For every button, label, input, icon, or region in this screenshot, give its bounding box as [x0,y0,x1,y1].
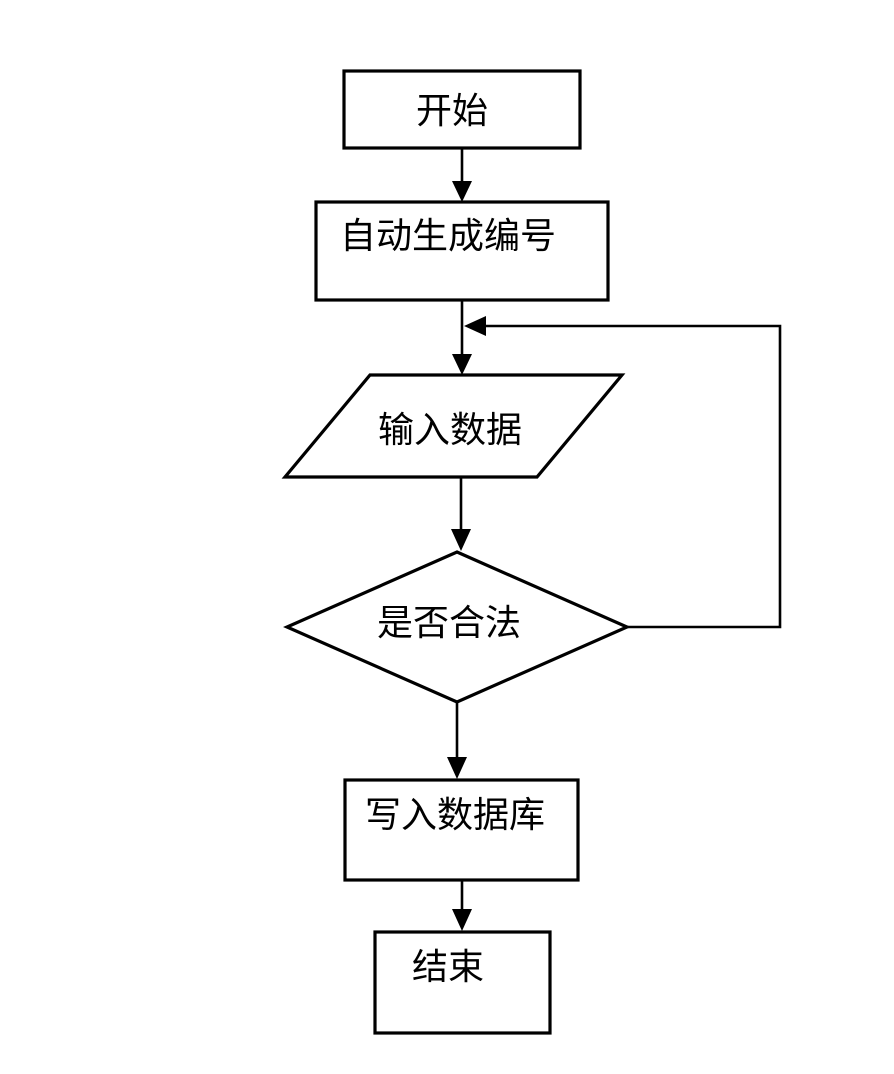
input-data-node-label: 输入数据 [378,410,522,451]
validity-decision-node-label: 是否合法 [377,603,521,644]
input-data-node-shape [281,373,626,479]
auto-number-node: 自动生成编号 [314,200,610,302]
edge-start-to-auto-number [452,148,472,202]
edge-loop-back-is-valid-to-input-data [464,316,782,629]
arrow-down-icon [447,757,467,779]
edge-input-data-to-is-valid [451,477,471,551]
input-data-node: 输入数据 [281,373,626,479]
validity-decision-node: 是否合法 [283,550,631,704]
edge-auto-number-to-input-data [452,300,472,375]
start-node-shape [342,69,582,150]
write-database-node-shape [343,778,580,882]
validity-decision-node-shape [283,550,631,704]
end-node-shape [373,930,552,1035]
connector-line [486,324,782,629]
arrow-left-icon [464,316,486,336]
arrow-down-icon [452,181,472,202]
auto-number-node-label: 自动生成编号 [340,216,556,257]
end-node: 结束 [373,930,552,1035]
end-node-label: 结束 [412,947,484,988]
arrow-down-icon [451,529,471,551]
edge-is-valid-to-write-database [447,702,467,779]
arrow-down-icon [452,909,472,931]
edge-write-database-to-end [452,880,472,931]
write-database-node-label: 写入数据库 [365,795,545,836]
start-node-label: 开始 [416,91,488,132]
start-node: 开始 [342,69,582,150]
arrow-down-icon [452,354,472,375]
auto-number-node-shape [314,200,610,302]
write-database-node: 写入数据库 [343,778,580,882]
